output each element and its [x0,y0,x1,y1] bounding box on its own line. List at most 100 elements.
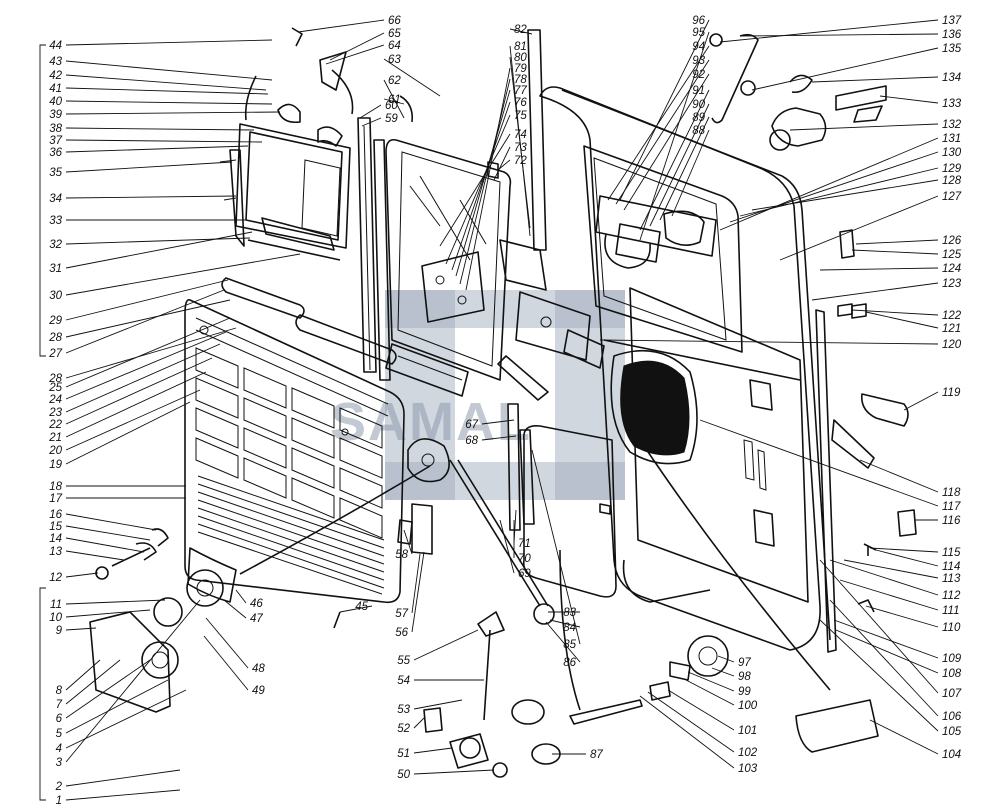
leader-line [413,629,479,661]
leader-line [403,529,413,555]
callout-label: 78 [514,74,527,86]
leader-line [325,44,385,65]
callout-label: 57 [395,608,408,620]
door-parts [89,27,917,778]
leader-line [829,599,939,717]
leader-line [65,627,97,631]
leader-line [413,747,453,754]
callout-label: 43 [49,56,62,68]
leader-line [865,311,939,329]
callout-label: 60 [385,100,398,112]
callout-label: 47 [250,613,263,625]
callout-label: 107 [942,688,962,700]
callout-label: 45 [355,601,368,613]
callout-label: 31 [49,263,62,275]
callout-label: 52 [397,723,410,735]
callout-label: 115 [942,547,961,559]
leader-line [65,769,181,787]
leader-line [649,103,710,227]
callout-label: 76 [514,97,527,109]
callout-label: 112 [942,590,961,602]
callout-label: 109 [942,653,962,665]
callout-label: 102 [738,747,758,759]
leader-line [459,78,511,285]
callout-label: 101 [738,725,757,737]
grille-cell [339,467,383,509]
callout-label: 12 [49,572,62,584]
fasteners [291,27,879,778]
callout-label: 66 [388,15,401,27]
leader-line [811,76,939,83]
callout-label: 50 [397,769,410,781]
callout-label: 7 [56,699,63,711]
callout-label: 88 [692,125,705,137]
callout-label: 59 [385,113,398,125]
leader-line [549,619,581,628]
leader-line [65,317,231,388]
leader-line [235,589,247,604]
leader-line [751,47,939,91]
door-trim-panel [184,298,405,604]
vent-window-frame [219,69,354,261]
grille-cell [195,347,239,389]
callout-label: 94 [692,41,705,53]
leader-line [499,519,515,574]
callout-label: 30 [49,290,62,302]
callout-label: 65 [388,28,401,40]
leader-line [717,655,735,663]
leader-line [65,513,157,531]
leader-line [865,605,939,628]
callout-label: 85 [563,639,576,651]
leader-line [65,279,229,321]
callout-label: 6 [56,713,63,725]
grille-cell [195,377,239,419]
leader-line [65,357,213,425]
leader-line [65,231,253,269]
leader-line [65,87,269,95]
leader-line [65,525,151,541]
callout-label: 118 [942,487,961,499]
callout-label: 110 [942,622,961,634]
leader-line [65,299,231,338]
glass-guide-rails [357,29,547,525]
leader-line [65,60,273,81]
callout-label: 130 [942,147,962,159]
leader-line [65,599,166,605]
callout-label: 18 [49,481,62,493]
leader-line [329,32,385,61]
callout-label: 84 [563,622,576,634]
callout-label: 56 [395,627,408,639]
leader-line [65,127,255,131]
callout-label: 21 [48,432,62,444]
callout-label: 14 [49,533,62,545]
lock-cylinder-and-handle [709,33,887,151]
leader-line [855,239,939,245]
grille-cell [243,397,287,439]
callout-label: 105 [942,726,962,738]
leader-line [451,101,511,271]
leader-line [835,629,939,674]
leader-line [639,31,710,241]
callout-label: 8 [56,685,63,697]
callout-label: 91 [692,85,705,97]
grille-cell [195,407,239,449]
leader-line [869,547,939,553]
callout-label: 67 [465,419,478,431]
leader-line [205,617,249,669]
callout-label: 62 [388,75,401,87]
callout-label: 73 [514,142,527,154]
callout-label: 2 [55,781,63,793]
callout-label: 24 [48,394,62,406]
callout-label: 49 [252,685,265,697]
leader-line [687,671,735,692]
leader-line [413,699,463,710]
callout-label: 28 [48,332,62,344]
leader-line [65,659,101,691]
leader-line [819,267,939,271]
callout-label: 125 [942,249,962,261]
callout-label: 117 [942,501,961,513]
callout-labels: 1234567891011121314151617181920212223242… [48,15,962,807]
callout-label: 104 [942,749,961,761]
callout-label: 11 [50,599,62,611]
grille-cell [195,437,239,479]
